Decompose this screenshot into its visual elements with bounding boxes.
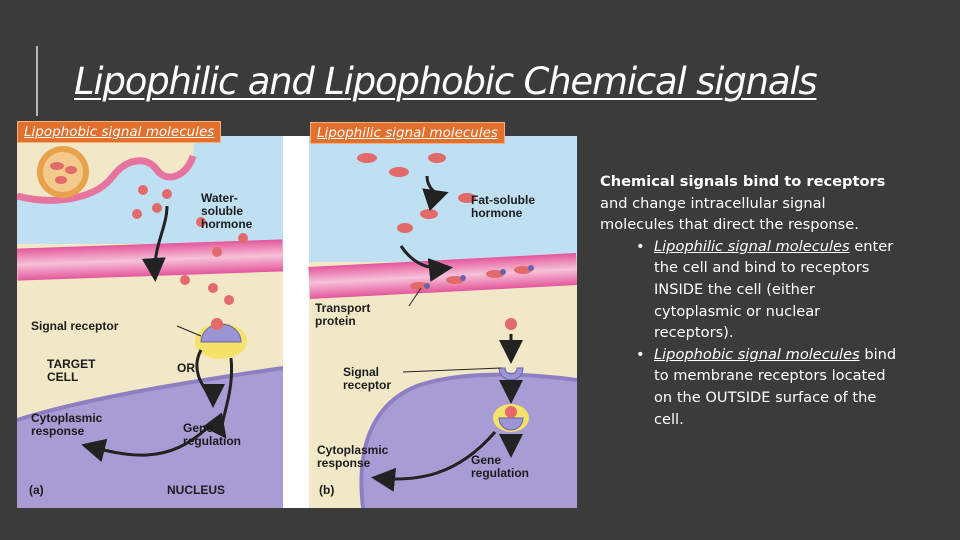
svg-text:Gene regulation: Gene regulation: [183, 421, 241, 448]
label-water-soluble-3: hormone: [201, 217, 253, 231]
label-signal-receptor-b-1: Signal: [343, 365, 379, 379]
signaling-figure: Water- soluble hormone Signal receptor T…: [17, 136, 577, 508]
panel-b: Fat-soluble hormone Transport protein Si…: [308, 136, 577, 508]
svg-text:Transport protein: Transport protein: [315, 301, 374, 328]
lipophilic-label: Lipophilic signal molecules: [310, 122, 505, 144]
label-fat-soluble-2: hormone: [471, 206, 523, 220]
bullet-text: bind to membrane receptors located on th…: [654, 345, 897, 428]
label-target-cell-2: CELL: [47, 370, 78, 384]
label-nucleus: NUCLEUS: [167, 483, 225, 497]
label-transport-protein-2: protein: [315, 314, 356, 328]
svg-text:Signal receptor: Signal receptor: [343, 365, 391, 392]
label-water-soluble-2: soluble: [201, 204, 243, 218]
label-cytoplasmic-a-2: response: [31, 424, 85, 438]
label-target-cell-1: TARGET: [47, 357, 96, 371]
label-transport-protein-1: Transport: [315, 301, 370, 315]
svg-text:Fat-soluble hormone: Fat-soluble hormone: [471, 193, 538, 220]
label-gene-regulation-a-1: Gene: [183, 421, 213, 435]
label-gene-regulation-a-2: regulation: [183, 434, 241, 448]
svg-text:Gene regulation: Gene regulation: [471, 453, 529, 480]
panel-a: Water- soluble hormone Signal receptor T…: [17, 136, 284, 508]
hormone-molecules-b: [357, 153, 532, 290]
label-water-soluble-1: Water-: [201, 191, 238, 205]
bullet-key: Lipophilic signal molecules: [654, 237, 850, 255]
intro-sentence: and change intracellular signal molecule…: [600, 194, 859, 234]
bullet-list: Lipophilic signal molecules enter the ce…: [600, 236, 900, 430]
label-cytoplasmic-a-1: Cytoplasmic: [31, 411, 103, 425]
label-gene-regulation-b-2: regulation: [471, 466, 529, 480]
svg-text:Cytoplasmic response: Cytoplasmic response: [31, 411, 106, 438]
slide-title: Lipophilic and Lipophobic Chemical signa…: [74, 60, 818, 103]
bullet-lipophilic: Lipophilic signal molecules enter the ce…: [600, 236, 900, 344]
bullet-key: Lipophobic signal molecules: [654, 345, 860, 363]
label-fat-soluble-1: Fat-soluble: [471, 193, 535, 207]
label-cytoplasmic-b-2: response: [317, 456, 371, 470]
label-cytoplasmic-b-1: Cytoplasmic: [317, 443, 389, 457]
bullet-lipophobic: Lipophobic signal molecules bind to memb…: [600, 344, 900, 430]
lead-sentence: Chemical signals bind to receptors: [600, 173, 886, 190]
hormone-molecules-a: [132, 185, 248, 305]
label-signal-receptor-b-2: receptor: [343, 378, 391, 392]
svg-text:Water- soluble hor: Water- soluble hormone: [201, 191, 253, 231]
label-signal-receptor-a: Signal receptor: [31, 319, 119, 333]
accent-bar: [36, 46, 38, 116]
svg-text:Cytoplasmic response: Cytoplasmic response: [317, 443, 392, 470]
label-panel-a: (a): [29, 483, 44, 497]
svg-text:TARGET CELL: TARGET CELL: [47, 357, 99, 384]
bullet-text: enter the cell and bind to receptors INS…: [654, 237, 894, 342]
label-gene-regulation-b-1: Gene: [471, 453, 501, 467]
label-or: OR: [177, 361, 195, 375]
label-panel-b: (b): [319, 483, 334, 497]
explanation-text: Chemical signals bind to receptors and c…: [600, 171, 900, 430]
lipophobic-label: Lipophobic signal molecules: [17, 121, 222, 143]
